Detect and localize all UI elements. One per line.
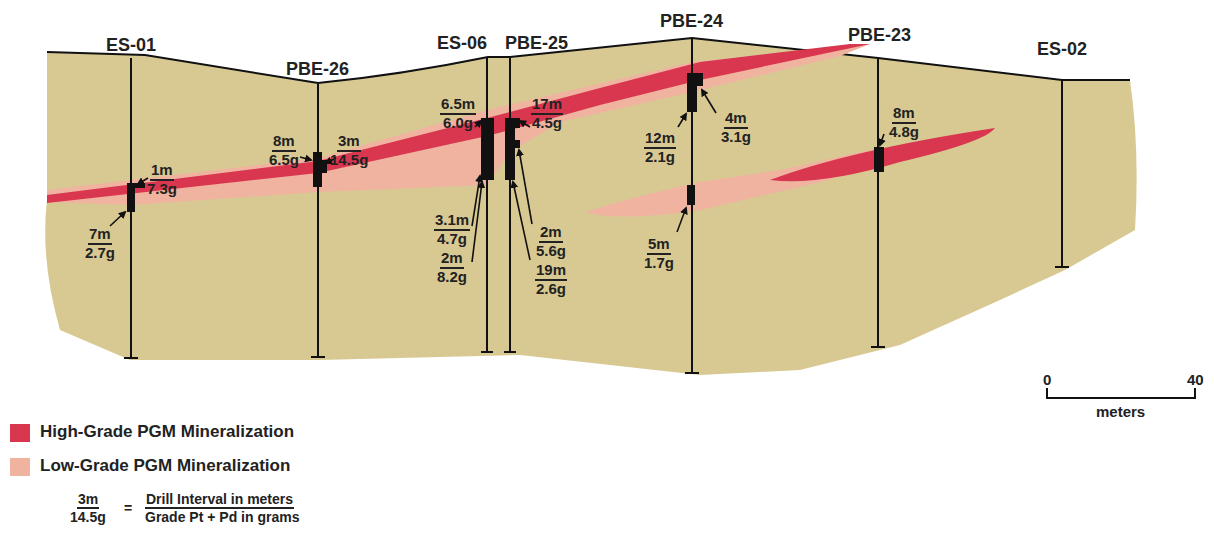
drill-interval: 1m — [150, 162, 174, 181]
drill-hole-name: ES-06 — [437, 34, 487, 54]
grade-value: 8.2g — [437, 269, 467, 286]
grade-value: 6.5g — [269, 152, 299, 169]
drill-interval: 2m — [539, 224, 563, 243]
drill-interval: 6.5m — [440, 96, 476, 115]
grade-value: 3.1g — [721, 129, 751, 146]
legend-swatch — [10, 424, 30, 442]
drill-hole-name: ES-01 — [106, 36, 156, 56]
drill-interval: 2m — [440, 250, 464, 269]
grade-value: 14.5g — [330, 152, 368, 169]
grade-value: 2.7g — [85, 245, 115, 262]
scale-bar — [1047, 388, 1195, 398]
drill-interval: 8m — [272, 133, 296, 152]
host-rock — [45, 38, 1136, 375]
key-grade: 14.5g — [70, 510, 106, 525]
drill-interval: 5m — [647, 236, 671, 255]
ground-surface — [47, 38, 1130, 83]
legend-text: Low-Grade PGM Mineralization — [40, 457, 290, 476]
leader-lines — [110, 90, 884, 262]
legend-swatch — [10, 458, 30, 476]
drill-hole-name: PBE-26 — [286, 60, 349, 80]
key-text: Grade Pt + Pd in grams — [145, 510, 299, 525]
scale-value: 0 — [1043, 372, 1051, 389]
drill-holes — [124, 39, 1069, 373]
grade-value: 4.8g — [889, 124, 919, 141]
grade-value: 5.6g — [536, 243, 566, 260]
grade-value: 2.1g — [645, 149, 675, 166]
scale-value: 40 — [1187, 372, 1204, 389]
key-interval: 3m — [77, 492, 99, 509]
drill-interval: 8m — [892, 105, 916, 124]
low-grade-lens — [585, 150, 870, 217]
drill-interval: 17m — [531, 96, 563, 115]
key-equals: = — [124, 501, 132, 516]
drill-interval: 4m — [724, 110, 748, 129]
drill-intercepts — [127, 73, 884, 212]
grade-value: 6.0g — [443, 115, 473, 132]
drill-interval: 7m — [88, 226, 112, 245]
drill-hole-name: PBE-23 — [848, 26, 911, 46]
drill-hole-name: PBE-24 — [660, 12, 723, 32]
grade-value: 4.5g — [532, 115, 562, 132]
grade-value: 7.3g — [147, 181, 177, 198]
high-grade-lens — [770, 128, 995, 181]
drill-interval: 3.1m — [434, 212, 470, 231]
drill-hole-name: ES-02 — [1037, 40, 1087, 60]
legend-text: High-Grade PGM Mineralization — [40, 423, 294, 442]
key-text: Drill Interval in meters — [145, 492, 294, 509]
grade-value: 1.7g — [644, 255, 674, 272]
grade-value: 4.7g — [437, 231, 467, 248]
drill-interval: 19m — [535, 262, 567, 281]
drill-interval: 3m — [337, 133, 361, 152]
scale-unit: meters — [1096, 404, 1145, 421]
drill-hole-name: PBE-25 — [505, 34, 568, 54]
drill-interval: 12m — [644, 130, 676, 149]
grade-value: 2.6g — [536, 281, 566, 298]
